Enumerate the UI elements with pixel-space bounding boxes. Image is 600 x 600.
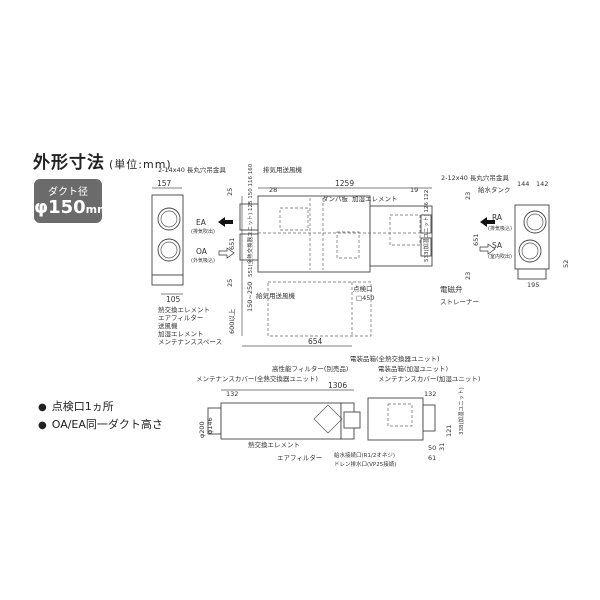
dim-132a: 132 xyxy=(226,390,238,398)
dim-157: 157 xyxy=(157,179,172,188)
dim-right-stack: 533(加湿ユニット) 126 122 xyxy=(422,190,430,262)
dim-144: 144 xyxy=(517,180,529,188)
note-item: OA/EA同一ダクト高さ xyxy=(38,416,163,434)
notes-list: 点検口1ヵ所 OA/EA同一ダクト高さ xyxy=(38,398,163,434)
dim-25a: 25 xyxy=(226,188,234,196)
dim-600: 600以上 xyxy=(227,308,236,334)
sa-sub-label: (室内吹出) xyxy=(488,253,512,260)
dim-105: 105 xyxy=(166,295,181,304)
oa-label: OA xyxy=(196,247,208,256)
page-title: 外形寸法 (単位:mm) xyxy=(33,148,172,173)
humid-element-label: 加湿エレメント xyxy=(352,194,398,203)
ra-label: RA xyxy=(492,213,503,222)
dim-654: 654 xyxy=(308,337,323,346)
dim-25b: 25 xyxy=(226,279,234,287)
dim-142: 142 xyxy=(536,180,548,188)
badge-label: ダクト径 xyxy=(48,187,88,198)
strainer-label: ストレーナー xyxy=(440,298,479,306)
dim-31: 31 xyxy=(438,443,446,451)
dim-1259: 1259 xyxy=(335,179,354,188)
dim-195: 195 xyxy=(527,281,539,289)
unit-label: (単位:mm) xyxy=(109,158,172,171)
maint-cover-main-label: メンテナンスカバー(全熱交換器ユニット) xyxy=(196,374,318,383)
title-text: 外形寸法 xyxy=(33,153,105,173)
dim-338: 338(加湿ユニット) xyxy=(457,387,465,435)
sa-label: SA xyxy=(492,241,503,250)
ms-label: 送風機 xyxy=(158,321,178,330)
hepa-label: 高性能フィルター(別売品) xyxy=(272,364,348,373)
ea-oa-ports: EA (排気吹出) OA (外気吸込) xyxy=(191,217,235,264)
supply-fan-label: 給気用送風機 xyxy=(256,291,296,300)
dim-150-250: 150~250 xyxy=(246,282,254,312)
dim-left-stack: 551(全熱交換器ユニット) 125 150 116 160 xyxy=(246,163,254,277)
drain-label: ドレン排水口(VP25接続) xyxy=(334,460,396,468)
left-end-view: 157 105 xyxy=(151,179,184,304)
dim-132b: 132 xyxy=(424,390,436,398)
ea-sub-label: (排気吹出) xyxy=(191,228,215,235)
ms-label: 加湿エレメント xyxy=(158,329,204,338)
inspection-size-label: □450 xyxy=(356,294,375,302)
dim-200: φ200 xyxy=(198,421,206,438)
water-inlet-label: 給水接続口(R1/2オネジ) xyxy=(334,451,395,459)
badge-value: φ150 xyxy=(34,197,86,218)
ra-arrow-icon xyxy=(480,217,495,227)
dim-28: 28 xyxy=(269,186,277,194)
dim-50: 50 xyxy=(428,444,436,452)
dim-121: 121 xyxy=(445,425,453,437)
ms-label: エアフィルター xyxy=(158,313,203,322)
inspection-label: 点検口 xyxy=(353,284,373,293)
ea-label: EA xyxy=(196,218,207,227)
note-item: 点検口1ヵ所 xyxy=(38,398,163,416)
dim-52: 52 xyxy=(562,260,570,268)
dim-23b: 23 xyxy=(464,272,472,280)
hanger-right-label: 2-12x40 長丸穴吊金具 xyxy=(441,173,509,182)
damper-label: ダンパ板 xyxy=(322,194,349,203)
dim-146: φ146 xyxy=(206,417,214,434)
dim-651-right: 651 xyxy=(472,234,480,246)
maint-cover-humid-label: メンテナンスカバー(加湿ユニット) xyxy=(378,374,480,383)
maintenance-space-labels: 熱交換エレメント エアフィルター 送風機 加湿エレメント メンテナンススペース xyxy=(158,305,222,346)
heat-element-label: 熱交換エレメント xyxy=(248,440,300,449)
oa-arrow-icon xyxy=(218,247,235,259)
exhaust-fan-label: 排気用送風機 xyxy=(263,165,303,174)
hanger-left-label: 2-14x40 長丸穴吊金具 xyxy=(158,165,226,174)
dim-19: 19 xyxy=(410,186,418,194)
solenoid-label: 電磁弁 xyxy=(440,284,463,294)
badge-unit: mm xyxy=(85,203,109,216)
ms-label: メンテナンススペース xyxy=(158,338,222,346)
dim-651-left: 651 xyxy=(228,238,236,250)
dim-1306: 1306 xyxy=(328,381,347,390)
dim-61: 61 xyxy=(428,454,436,462)
right-end-view: 144 142 195 52 xyxy=(514,180,570,289)
air-filter-label: エアフィルター xyxy=(277,453,322,462)
ra-sa-ports: RA (排気吸込) SA (室内吹出) xyxy=(479,213,512,260)
elec-box-main-label: 電装品箱(全熱交換器ユニット) xyxy=(350,354,440,363)
sa-arrow-icon xyxy=(479,243,496,255)
side-view: 1306 132 132 φ200 φ146 338(加湿ユニット) 121 5… xyxy=(196,354,480,468)
ms-label: 熱交換エレメント xyxy=(158,305,210,314)
oa-sub-label: (外気吸込) xyxy=(191,257,215,264)
water-tank-label: 給水タンク xyxy=(478,185,511,194)
ea-arrow-icon xyxy=(218,217,233,227)
top-view: 1259 28 19 654 2-14x40 長丸穴吊金具 排気用送風機 ダンパ… xyxy=(158,163,511,347)
dim-23a: 23 xyxy=(464,192,472,200)
ra-sub-label: (排気吸込) xyxy=(488,225,512,232)
elec-box-humid-label: 電装品箱(加湿ユニット) xyxy=(378,364,448,373)
duct-diameter-badge: ダクト径 φ150mm xyxy=(34,179,109,223)
